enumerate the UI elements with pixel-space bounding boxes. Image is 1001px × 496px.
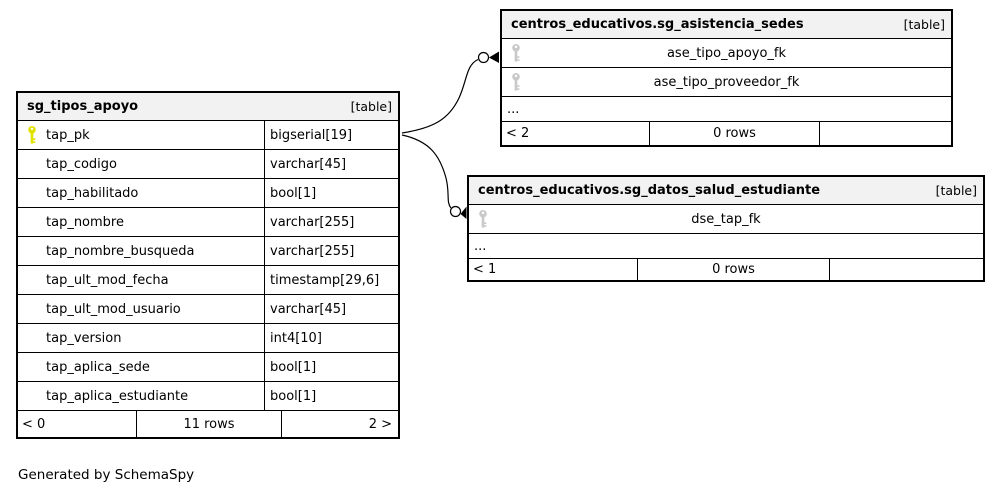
column-type: timestamp[29,6] bbox=[270, 272, 380, 288]
column-name: tap_ult_mod_usuario bbox=[46, 301, 181, 317]
footer-children-count bbox=[830, 259, 983, 280]
table-header[interactable]: centros_educativos.sg_datos_salud_estudi… bbox=[469, 177, 983, 205]
foreign-key-icon bbox=[512, 43, 520, 62]
footer-parents-count: < 1 bbox=[469, 259, 638, 280]
footer-parents-count: < 2 bbox=[502, 122, 650, 145]
table-row: ase_tipo_apoyo_fk bbox=[502, 39, 951, 68]
table-header[interactable]: sg_tipos_apoyo [table] bbox=[18, 93, 398, 121]
table-name[interactable]: centros_educativos.sg_asistencia_sedes bbox=[511, 17, 804, 32]
table-footer: < 1 0 rows bbox=[469, 259, 983, 280]
column-type: bool[1] bbox=[270, 388, 317, 404]
column-name: tap_nombre bbox=[46, 214, 124, 230]
table-sg-datos-salud-estudiante: centros_educativos.sg_datos_salud_estudi… bbox=[467, 175, 985, 282]
table-row: tap_pk bigserial[19] bbox=[18, 121, 398, 150]
column-type: bool[1] bbox=[270, 359, 317, 375]
column-name: tap_aplica_estudiante bbox=[46, 388, 189, 404]
table-row: tap_ult_mod_fecha timestamp[29,6] bbox=[18, 266, 398, 295]
table-row: ase_tipo_proveedor_fk bbox=[502, 68, 951, 97]
table-row: tap_aplica_sede bool[1] bbox=[18, 353, 398, 382]
column-name: tap_codigo bbox=[46, 156, 117, 172]
table-row: tap_aplica_estudiante bool[1] bbox=[18, 382, 398, 411]
footer-parents-count: < 0 bbox=[18, 411, 137, 437]
table-header[interactable]: centros_educativos.sg_asistencia_sedes [… bbox=[502, 11, 951, 39]
edge-tap-pk-to-salud bbox=[401, 134, 467, 219]
footer-children-count bbox=[820, 122, 951, 145]
column-type: varchar[255] bbox=[270, 243, 355, 259]
column-name: tap_pk bbox=[46, 127, 90, 143]
table-tag: [table] bbox=[935, 183, 977, 198]
table-row: tap_ult_mod_usuario varchar[45] bbox=[18, 295, 398, 324]
column-type: bool[1] bbox=[270, 185, 317, 201]
column-type: varchar[45] bbox=[270, 156, 347, 172]
footer-row-count: 0 rows bbox=[638, 259, 830, 280]
column-name: tap_aplica_sede bbox=[46, 359, 150, 375]
foreign-key-icon bbox=[479, 209, 487, 228]
column-type: bigserial[19] bbox=[270, 127, 353, 143]
footer-children-count: 2 > bbox=[368, 416, 392, 432]
hidden-columns-ellipsis: ... bbox=[469, 234, 983, 259]
table-row: dse_tap_fk bbox=[469, 205, 983, 234]
column-name: dse_tap_fk bbox=[691, 211, 761, 227]
table-tag: [table] bbox=[903, 17, 945, 32]
primary-key-icon bbox=[28, 125, 36, 144]
table-row: tap_codigo varchar[45] bbox=[18, 150, 398, 179]
edge-tap-pk-to-asistencia bbox=[401, 51, 499, 134]
column-name: tap_habilitado bbox=[46, 185, 139, 201]
table-tag: [table] bbox=[350, 99, 392, 114]
column-name: ase_tipo_proveedor_fk bbox=[653, 74, 800, 90]
table-row: tap_nombre varchar[255] bbox=[18, 208, 398, 237]
table-row: tap_version int4[10] bbox=[18, 324, 398, 353]
column-name: tap_nombre_busqueda bbox=[46, 243, 195, 259]
footer-row-count: 0 rows bbox=[650, 122, 820, 145]
table-row: tap_habilitado bool[1] bbox=[18, 179, 398, 208]
foreign-key-icon bbox=[512, 72, 520, 91]
column-type: int4[10] bbox=[270, 330, 322, 346]
generated-by-note: Generated by SchemaSpy bbox=[18, 467, 195, 483]
column-name: tap_version bbox=[46, 330, 122, 346]
table-footer: < 0 11 rows 2 > bbox=[18, 411, 398, 437]
table-row: tap_nombre_busqueda varchar[255] bbox=[18, 237, 398, 266]
table-sg-asistencia-sedes: centros_educativos.sg_asistencia_sedes [… bbox=[500, 9, 953, 147]
column-name: tap_ult_mod_fecha bbox=[46, 272, 169, 288]
column-type: varchar[255] bbox=[270, 214, 355, 230]
footer-row-count: 11 rows bbox=[137, 411, 282, 437]
table-name[interactable]: centros_educativos.sg_datos_salud_estudi… bbox=[478, 183, 821, 198]
hidden-columns-ellipsis: ... bbox=[502, 97, 951, 122]
table-sg-tipos-apoyo: sg_tipos_apoyo [table] tap_pk bigserial[… bbox=[16, 91, 400, 439]
column-name: ase_tipo_apoyo_fk bbox=[666, 45, 787, 61]
table-footer: < 2 0 rows bbox=[502, 122, 951, 145]
table-name[interactable]: sg_tipos_apoyo bbox=[27, 99, 139, 114]
column-type: varchar[45] bbox=[270, 301, 347, 317]
